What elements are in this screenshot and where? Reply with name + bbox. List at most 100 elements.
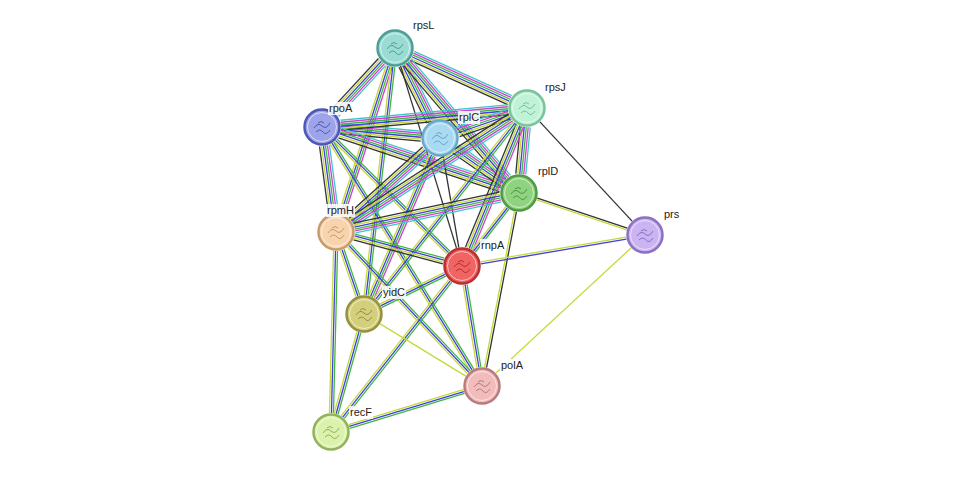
structure-glyph	[432, 133, 448, 145]
structure-glyph	[454, 261, 470, 273]
protein-node: rpoA	[303, 108, 341, 146]
protein-node: rplC	[421, 119, 459, 157]
node-label: rplC	[458, 111, 480, 124]
evidence-strand	[334, 332, 357, 413]
node-label: rplD	[537, 165, 559, 178]
evidence-strand	[377, 124, 516, 300]
evidence-strand	[349, 390, 464, 425]
evidence-strand	[463, 285, 477, 368]
node-circle	[345, 295, 383, 333]
evidence-strand	[354, 196, 500, 227]
node-highlight	[317, 418, 346, 447]
node-circle	[463, 367, 501, 405]
protein-node: prs	[626, 216, 664, 254]
evidence-strand	[349, 392, 464, 427]
interaction-edge	[354, 234, 445, 264]
structure-glyph	[519, 103, 535, 115]
node-label: rpsL	[412, 19, 435, 32]
node-disc	[465, 369, 500, 404]
protein-node: recF	[312, 413, 350, 451]
structure-glyph	[314, 122, 330, 134]
evidence-strand	[465, 285, 479, 368]
node-circle	[508, 89, 546, 127]
interaction-edge	[349, 390, 465, 429]
evidence-strand	[341, 280, 448, 416]
node-disc	[314, 415, 349, 450]
evidence-strand	[344, 249, 360, 295]
interaction-edge	[410, 51, 512, 104]
node-highlight	[631, 221, 660, 250]
evidence-strand	[354, 192, 500, 223]
evidence-strand	[355, 236, 444, 260]
node-label: prs	[663, 208, 680, 221]
interaction-edge	[380, 324, 466, 376]
evidence-strand	[411, 59, 508, 103]
node-label: rpsJ	[544, 81, 567, 94]
evidence-strand	[336, 332, 359, 413]
structure-glyph	[511, 188, 527, 200]
node-circle	[317, 213, 355, 251]
evidence-strand	[475, 209, 509, 252]
node-circle	[421, 119, 459, 157]
node-disc	[502, 176, 537, 211]
node-disc	[347, 297, 382, 332]
protein-node: rpmH	[317, 213, 355, 251]
node-label: polA	[500, 359, 524, 372]
interaction-edge	[354, 192, 502, 233]
node-disc	[510, 91, 545, 126]
node-disc	[378, 31, 413, 66]
structure-glyph	[637, 230, 653, 242]
evidence-strand	[340, 251, 356, 297]
node-highlight	[513, 94, 542, 123]
evidence-strand	[342, 250, 358, 296]
interaction-edge	[481, 237, 627, 264]
evidence-strand	[467, 284, 481, 367]
node-highlight	[322, 218, 351, 247]
node-disc	[628, 218, 663, 253]
evidence-strand	[412, 57, 509, 101]
node-disc	[445, 249, 480, 284]
node-highlight	[308, 113, 337, 142]
node-label: recF	[349, 406, 373, 419]
structure-glyph	[474, 381, 490, 393]
protein-node: rpsJ	[508, 89, 546, 127]
node-label: rpmH	[326, 204, 355, 217]
node-highlight	[381, 34, 410, 63]
protein-node: rnpA	[443, 247, 481, 285]
node-disc	[423, 121, 458, 156]
interaction-edge	[329, 251, 337, 413]
evidence-strand	[485, 211, 515, 367]
node-circle	[626, 216, 664, 254]
evidence-strand	[354, 240, 443, 264]
node-highlight	[350, 300, 379, 329]
evidence-strand	[474, 208, 508, 251]
node-highlight	[448, 252, 477, 281]
evidence-strand	[496, 248, 631, 373]
interaction-edge	[496, 248, 631, 373]
interaction-edge	[334, 332, 361, 414]
evidence-strand	[372, 156, 433, 297]
node-highlight	[426, 124, 455, 153]
node-circle	[376, 29, 414, 67]
protein-node: yidC	[345, 295, 383, 333]
evidence-strand	[481, 237, 627, 262]
evidence-strand	[329, 251, 333, 413]
interaction-edge	[537, 198, 628, 230]
evidence-strand	[355, 234, 444, 258]
evidence-strand	[487, 212, 517, 368]
node-disc	[319, 215, 354, 250]
node-circle	[500, 174, 538, 212]
evidence-strand	[343, 281, 450, 417]
node-label: yidC	[382, 286, 406, 299]
evidence-strand	[537, 200, 627, 230]
evidence-strand	[380, 324, 466, 376]
structure-glyph	[328, 227, 344, 239]
evidence-strand	[355, 200, 501, 231]
evidence-strand	[380, 273, 444, 304]
protein-node: rpsL	[376, 29, 414, 67]
evidence-strand	[381, 274, 445, 305]
evidence-strand	[354, 121, 513, 224]
structure-glyph	[323, 427, 339, 439]
node-highlight	[505, 179, 534, 208]
